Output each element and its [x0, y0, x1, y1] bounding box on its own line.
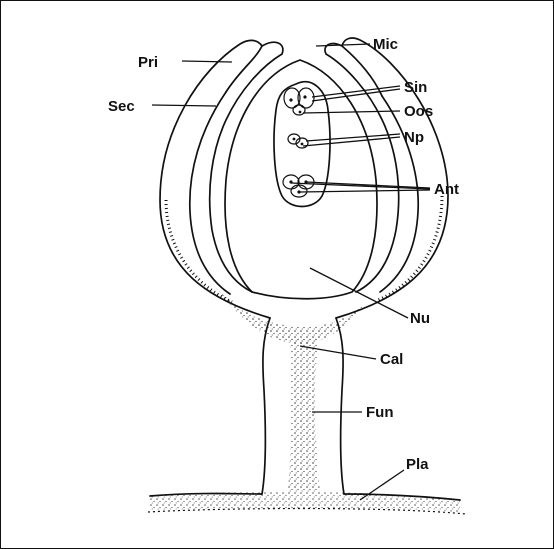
label-mic: Mic — [373, 36, 398, 53]
label-sin: Sin — [404, 79, 427, 96]
label-fun: Fun — [366, 404, 394, 421]
label-pri: Pri — [138, 54, 158, 71]
placenta — [148, 492, 466, 514]
label-np: Np — [404, 129, 424, 146]
egg-apparatus — [284, 88, 314, 115]
labels: Pri Sec Mic Sin Oos Np Ant Nu Cal Fun Pl… — [108, 36, 459, 473]
funiculus — [262, 318, 344, 494]
label-oos: Oos — [404, 103, 433, 120]
label-ant: Ant — [434, 181, 459, 198]
inner-integument — [190, 42, 418, 294]
chalaza — [216, 288, 372, 344]
label-cal: Cal — [380, 351, 403, 368]
label-nu: Nu — [410, 310, 430, 327]
label-pla: Pla — [406, 456, 429, 473]
antipodal-cells — [283, 175, 314, 197]
label-sec: Sec — [108, 98, 135, 115]
